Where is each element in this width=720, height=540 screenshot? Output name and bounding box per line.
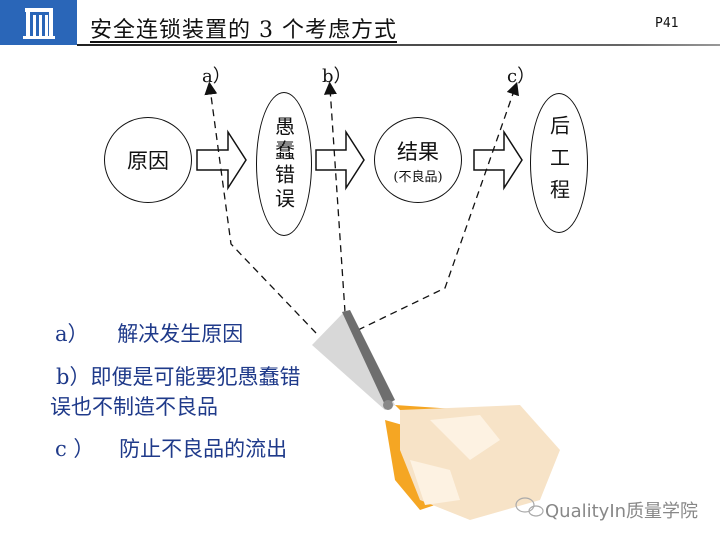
node-sublabel: (不良品) — [393, 169, 443, 185]
block-arrow — [196, 129, 523, 191]
node-next-process: 后工程 — [530, 93, 588, 233]
list-item: b）即便是可能要犯愚蠢错误也不制造不良品 — [50, 362, 320, 422]
building-columns-icon — [23, 8, 55, 39]
list-marker: c ） — [55, 437, 95, 461]
logo — [0, 0, 77, 45]
node-mistake: 愚蠢错误 — [256, 92, 312, 236]
list-text: 解决发生原因 — [117, 322, 244, 346]
arrow-label-b: b） — [322, 66, 352, 87]
node-result: 结果 (不良品) — [374, 117, 462, 203]
arrow-label-c: c） — [507, 66, 536, 87]
node-label: 原因 — [127, 149, 169, 173]
watermark: QualityIn质量学院 — [545, 501, 699, 522]
list-item: c ） 防止不良品的流出 — [55, 433, 287, 463]
list-marker: a） — [55, 322, 89, 346]
node-cause: 原因 — [104, 117, 192, 203]
list-text: 防止不良品的流出 — [119, 437, 288, 461]
node-label: 结果 — [397, 139, 439, 164]
list-item: a） 解决发生原因 — [55, 318, 243, 348]
scissors-hand-illustration — [312, 310, 560, 520]
page-number: P41 — [655, 16, 679, 31]
list-marker: b） — [56, 365, 91, 389]
node-label: 后工程 — [546, 115, 571, 211]
node-label: 愚蠢错误 — [271, 116, 296, 212]
title-divider — [77, 44, 720, 46]
page-title: 安全连锁装置的 3 个考虑方式 — [90, 18, 397, 43]
arrow-label-a: a） — [202, 66, 231, 87]
wechat-icon — [515, 497, 544, 517]
list-text: 即便是可能要犯愚蠢错误也不制造不良品 — [50, 365, 301, 419]
